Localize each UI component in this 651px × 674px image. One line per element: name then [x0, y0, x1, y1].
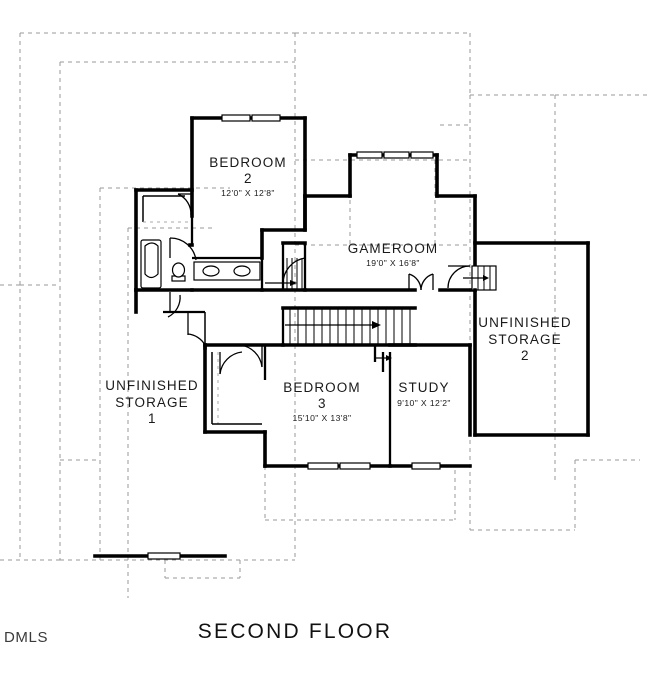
door-arc-bath-entry — [169, 237, 197, 261]
door-arc-bath-hall — [167, 294, 181, 318]
stair-treads — [289, 309, 411, 344]
window-gameroom-c — [410, 151, 434, 159]
room-label-gameroom: GAMEROOM — [348, 241, 439, 256]
study-walls — [388, 343, 472, 470]
storage-2-walls — [473, 241, 590, 437]
room-number-bedroom-2: 2 — [244, 171, 252, 186]
window-porch — [147, 552, 181, 560]
room-number-bedroom-3: 3 — [318, 396, 326, 411]
door-arc-stair-landing — [282, 257, 306, 285]
window-gameroom-a — [356, 151, 383, 159]
ghost-outlines-below — [0, 32, 651, 598]
room-label-storage-2-line1: UNFINISHED — [478, 315, 572, 330]
bedroom-3-walls — [203, 343, 392, 470]
window-bedroom3-b — [339, 462, 371, 470]
room-label-bedroom-2: BEDROOM — [209, 155, 286, 170]
page-title: SECOND FLOOR — [198, 620, 392, 643]
window-bedroom2-b — [251, 114, 281, 122]
room-dimensions-study: 9'10" X 12'2" — [397, 398, 451, 408]
door-arc-closet — [177, 193, 192, 216]
window-bedroom3-a — [307, 462, 339, 470]
room-number-storage-2: 2 — [521, 348, 529, 363]
left-hall-walls — [134, 288, 207, 356]
vanity-sink-right — [233, 265, 251, 277]
window-study — [411, 462, 441, 470]
window-gameroom-b — [383, 151, 410, 159]
room-label-storage-1-line1: UNFINISHED — [105, 378, 199, 393]
hall-landing-walls — [260, 228, 307, 292]
room-dimensions-bedroom-3: 15'10" X 13'8" — [293, 413, 352, 423]
bedroom-3-entry-door — [239, 344, 263, 368]
gameroom-double-door — [303, 273, 477, 292]
vanity-sink-left — [202, 265, 220, 277]
room-dimensions-bedroom-2: 12'0" X 12'8" — [221, 188, 275, 198]
room-label-storage-1-line2: STORAGE — [115, 395, 188, 410]
lower-porch-wall — [93, 552, 227, 560]
room-label-bedroom-3: BEDROOM — [283, 380, 360, 395]
room-label-storage-2-line2: STORAGE — [488, 332, 561, 347]
window-bedroom2-a — [221, 114, 251, 122]
bathroom-walls — [134, 188, 264, 318]
watermark-label: DMLS — [4, 629, 48, 646]
secondary-stair-run — [265, 258, 303, 290]
room-dimensions-gameroom: 19'0" X 16'8" — [366, 258, 420, 268]
toilet-bowl — [171, 262, 186, 278]
bathtub-basin — [144, 242, 159, 279]
room-number-storage-1: 1 — [148, 411, 156, 426]
room-label-study: STUDY — [398, 380, 449, 395]
door-to-storage-2 — [447, 265, 497, 291]
